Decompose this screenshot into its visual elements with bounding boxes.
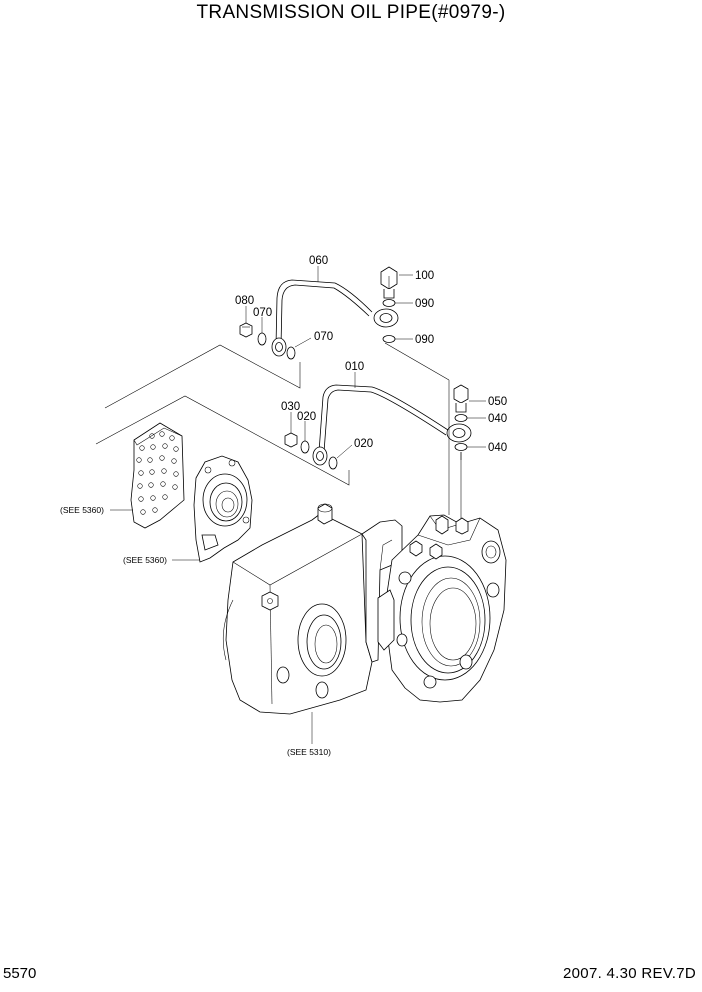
callout-040-lower: 040 [488, 442, 507, 454]
callout-090-lower: 090 [415, 334, 434, 346]
transmission-case [222, 503, 507, 715]
page-number: 5570 [3, 965, 37, 982]
reference-see-5360-plate: (SEE 5360) [60, 505, 104, 515]
fitting-030 [284, 432, 298, 448]
o-ring-020-left [300, 440, 310, 454]
callout-020-left: 020 [297, 411, 316, 423]
callout-100: 100 [415, 270, 434, 282]
callout-050: 050 [488, 396, 507, 408]
o-ring-070-left [257, 332, 267, 346]
leader-lines [110, 266, 486, 744]
o-ring-040-lower [454, 443, 468, 451]
banjo-bolt-100 [380, 266, 398, 299]
revision-date: 2007. 4.30 REV.7D [563, 965, 696, 982]
callout-030: 030 [281, 401, 300, 413]
pump-housing [193, 455, 253, 563]
oil-pipe-010 [312, 384, 472, 466]
banjo-bolt-050 [453, 384, 469, 413]
callout-040-upper: 040 [488, 413, 507, 425]
callout-090-upper: 090 [415, 298, 434, 310]
callout-070-left: 070 [253, 307, 272, 319]
o-ring-070-right [286, 346, 296, 360]
callout-080: 080 [235, 295, 254, 307]
assembly-lines [95, 342, 462, 520]
reference-see-5310-case: (SEE 5310) [287, 747, 331, 757]
o-ring-090-lower [382, 335, 396, 343]
callout-020-right: 020 [354, 438, 373, 450]
valve-plate [130, 422, 185, 529]
callout-070-right: 070 [314, 331, 333, 343]
o-ring-040-upper [454, 414, 468, 422]
o-ring-090-upper [382, 299, 396, 307]
fitting-080 [239, 322, 253, 338]
reference-see-5360-housing: (SEE 5360) [123, 555, 167, 565]
callout-010: 010 [345, 361, 364, 373]
callout-060: 060 [309, 255, 328, 267]
o-ring-020-right [328, 456, 338, 470]
oil-pipe-060 [271, 279, 399, 357]
page-title: TRANSMISSION OIL PIPE(#0979-) [196, 2, 506, 23]
